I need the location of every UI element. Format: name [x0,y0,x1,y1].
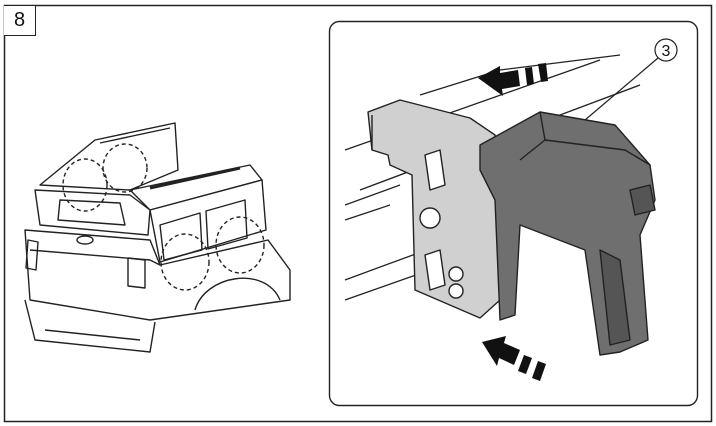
direction-arrow-lower [482,336,546,381]
clip-part [479,111,656,356]
highlight-circles [62,143,265,291]
page-border [3,4,713,423]
step-number: 8 [13,9,26,31]
callout-leader [584,57,659,121]
callout-label: 3 [662,43,671,60]
truck-canopy-illustration [24,122,291,353]
step-number-box: 8 [4,6,36,36]
direction-arrow-upper [478,63,548,96]
callout-circle [654,38,678,62]
mounting-bracket [367,99,501,319]
